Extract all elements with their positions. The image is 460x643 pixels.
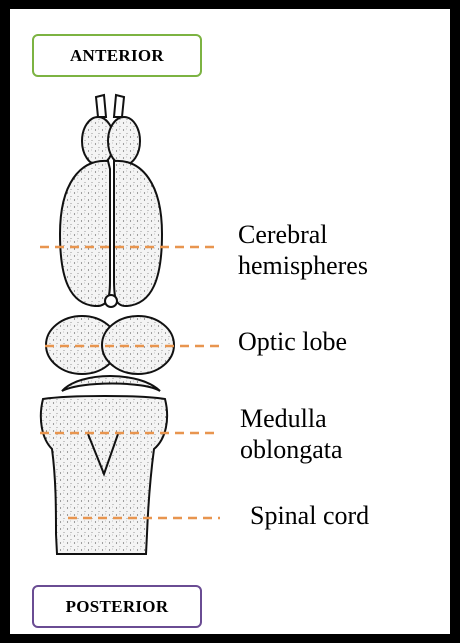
- cerebral-hemispheres: [60, 161, 162, 307]
- diagram-panel: ANTERIOR: [10, 9, 450, 634]
- label-line: Cerebral: [238, 219, 368, 250]
- label-cerebral-hemispheres: Cerebral hemispheres: [238, 219, 368, 281]
- label-line: Medulla: [240, 403, 343, 434]
- label-spinal-cord: Spinal cord: [250, 500, 369, 531]
- olfactory-nerves: [96, 95, 124, 117]
- label-medulla-oblongata: Medulla oblongata: [240, 403, 343, 465]
- medulla-and-spinal-cord: [41, 396, 167, 554]
- label-line: Spinal cord: [250, 500, 369, 531]
- label-line: hemispheres: [238, 250, 368, 281]
- label-optic-lobe: Optic lobe: [238, 326, 347, 357]
- olfactory-lobes: [82, 117, 140, 165]
- label-line: Optic lobe: [238, 326, 347, 357]
- cerebellum: [62, 376, 160, 391]
- frog-brain-diagram: [10, 9, 450, 634]
- posterior-tag: POSTERIOR: [32, 585, 202, 628]
- label-line: oblongata: [240, 434, 343, 465]
